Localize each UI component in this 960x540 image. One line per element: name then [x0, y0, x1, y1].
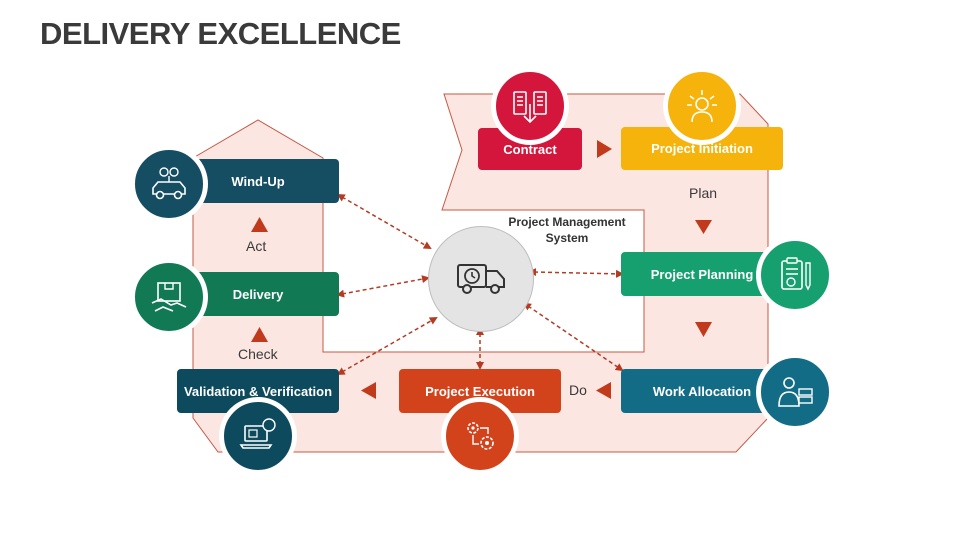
- wind-up-badge: [130, 145, 208, 223]
- validation-badge: [219, 397, 297, 475]
- phase-do-label: Do: [569, 382, 587, 398]
- project-management-hub: [428, 226, 534, 332]
- contract-badge: [491, 67, 569, 145]
- delivery-truck-clock-icon: [457, 264, 505, 294]
- step-wind-up-label: Wind-Up: [231, 173, 285, 189]
- project-planning-badge: [756, 236, 834, 314]
- step-work-allocation-label: Work Allocation: [652, 383, 752, 399]
- connector-windup: [336, 193, 432, 250]
- project-initiation-badge: [663, 67, 741, 145]
- step-project-planning-label: Project Planning: [650, 266, 754, 282]
- connector-allocation: [523, 302, 624, 372]
- phase-plan-label: Plan: [689, 185, 718, 201]
- phase-check-label: Check: [238, 346, 278, 362]
- planning-clipboard-icon: [781, 257, 811, 291]
- flow-arrow-check: [251, 327, 268, 342]
- step-project-execution-label: Project Execution: [425, 383, 535, 399]
- connector-delivery: [336, 275, 430, 298]
- gears-process-icon: [467, 422, 494, 450]
- step-validation-verification-label: Validation & Verification: [183, 383, 333, 399]
- idea-person-icon: [687, 90, 717, 123]
- flow-arrow-execution: [361, 382, 376, 399]
- flow-arrow-plan: [695, 220, 712, 234]
- laptop-24-icon: [239, 418, 276, 449]
- flow-arrow-contract: [597, 140, 612, 158]
- worker-server-icon: [778, 377, 813, 407]
- step-contract-label: Contract: [503, 141, 557, 157]
- delivery-badge: [130, 258, 208, 336]
- work-allocation-badge: [756, 353, 834, 431]
- pms-label-line2: System: [545, 231, 589, 245]
- car-gears-icon: [152, 167, 186, 200]
- page-title: DELIVERY EXCELLENCE: [40, 16, 401, 51]
- connector-planning: [528, 268, 624, 278]
- step-delivery-label: Delivery: [232, 286, 284, 302]
- flow-arrow-act: [251, 217, 268, 232]
- phase-act-label: Act: [246, 238, 267, 254]
- handover-box-icon: [151, 282, 187, 312]
- step-project-initiation-label: Project Initiation: [651, 141, 753, 156]
- contract-icon: [513, 91, 547, 124]
- flow-arrow-do: [596, 382, 611, 399]
- pms-label-line1: Project Management: [508, 215, 626, 229]
- pms-label: Project Management System: [500, 214, 634, 246]
- flow-arrow-planning: [695, 322, 712, 337]
- project-execution-badge: [441, 397, 519, 475]
